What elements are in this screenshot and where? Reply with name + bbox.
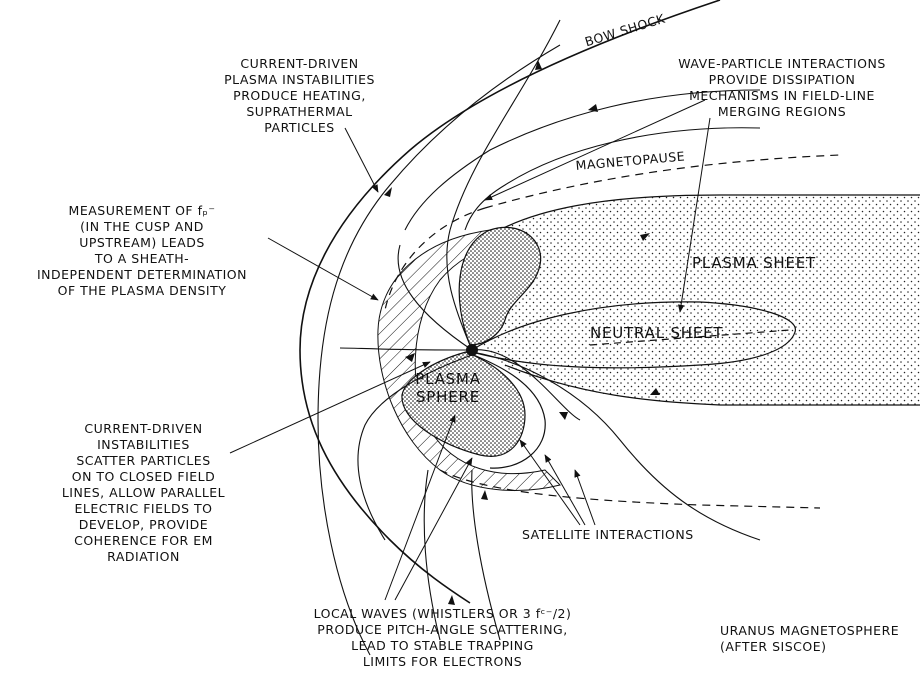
text-line: INSTABILITIES	[46, 437, 241, 453]
text-line: OF THE PLASMA DENSITY	[26, 283, 258, 299]
field-arrow	[559, 412, 568, 420]
text-line: UPSTREAM) LEADS	[26, 235, 258, 251]
text-line: PRODUCE PITCH-ANGLE SCATTERING,	[285, 622, 600, 638]
callout-arrow-measurement	[268, 238, 378, 300]
field-arrow	[588, 104, 598, 112]
text-line: PLASMA	[408, 370, 488, 388]
current-driven-scatter-label: CURRENT-DRIVEN INSTABILITIES SCATTER PAR…	[46, 421, 241, 565]
text-line: PROVIDE DISSIPATION	[668, 72, 896, 88]
text-line: PRODUCE HEATING,	[212, 88, 387, 104]
caption-label: URANUS MAGNETOSPHERE (AFTER SISCOE)	[720, 623, 899, 655]
satellite-interactions-label: SATELLITE INTERACTIONS	[522, 527, 694, 543]
text-line: SPHERE	[408, 388, 488, 406]
text-line: COHERENCE FOR EM	[46, 533, 241, 549]
text-line: RADIATION	[46, 549, 241, 565]
text-line: MERGING REGIONS	[668, 104, 896, 120]
text-line: SUPRATHERMAL	[212, 104, 387, 120]
field-arrow	[384, 187, 392, 197]
text-line: LOCAL WAVES (WHISTLERS OR 3 fᶜ⁻/2)	[285, 606, 600, 622]
text-line: CURRENT-DRIVEN	[212, 56, 387, 72]
plasma-sheet-label: PLASMA SHEET	[692, 254, 816, 272]
planet	[466, 344, 478, 356]
text-line: PLASMA INSTABILITIES	[212, 72, 387, 88]
callout-arrow-local-2	[395, 458, 472, 600]
text-line: MECHANISMS IN FIELD-LINE	[668, 88, 896, 104]
field-arrow	[448, 595, 455, 605]
text-line: ON TO CLOSED FIELD	[46, 469, 241, 485]
plasma-sphere-label: PLASMA SPHERE	[408, 370, 488, 406]
text-line: (IN THE CUSP AND	[26, 219, 258, 235]
text-line: WAVE-PARTICLE INTERACTIONS	[668, 56, 896, 72]
measurement-label: MEASUREMENT OF fₚ⁻ (IN THE CUSP AND UPST…	[26, 203, 258, 299]
text-line: CURRENT-DRIVEN	[46, 421, 241, 437]
field-arrow	[481, 490, 488, 500]
neutral-sheet-label: NEUTRAL SHEET	[590, 324, 723, 342]
text-line: ELECTRIC FIELDS TO	[46, 501, 241, 517]
text-line: DEVELOP, PROVIDE	[46, 517, 241, 533]
text-line: LEAD TO STABLE TRAPPING	[285, 638, 600, 654]
current-driven-heating-label: CURRENT-DRIVEN PLASMA INSTABILITIES PROD…	[212, 56, 387, 136]
text-line: (AFTER SISCOE)	[720, 639, 899, 655]
text-line: URANUS MAGNETOSPHERE	[720, 623, 899, 639]
text-line: LINES, ALLOW PARALLEL	[46, 485, 241, 501]
wave-particle-label: WAVE-PARTICLE INTERACTIONS PROVIDE DISSI…	[668, 56, 896, 120]
text-line: SCATTER PARTICLES	[46, 453, 241, 469]
text-line: MEASUREMENT OF fₚ⁻	[26, 203, 258, 219]
local-waves-label: LOCAL WAVES (WHISTLERS OR 3 fᶜ⁻/2) PRODU…	[285, 606, 600, 670]
callout-arrow-heating	[345, 128, 378, 192]
callout-arrow-satellite-2	[545, 455, 585, 525]
text-line: LIMITS FOR ELECTRONS	[285, 654, 600, 670]
text-line: INDEPENDENT DETERMINATION	[26, 267, 258, 283]
text-line: PARTICLES	[212, 120, 387, 136]
text-line: TO A SHEATH-	[26, 251, 258, 267]
